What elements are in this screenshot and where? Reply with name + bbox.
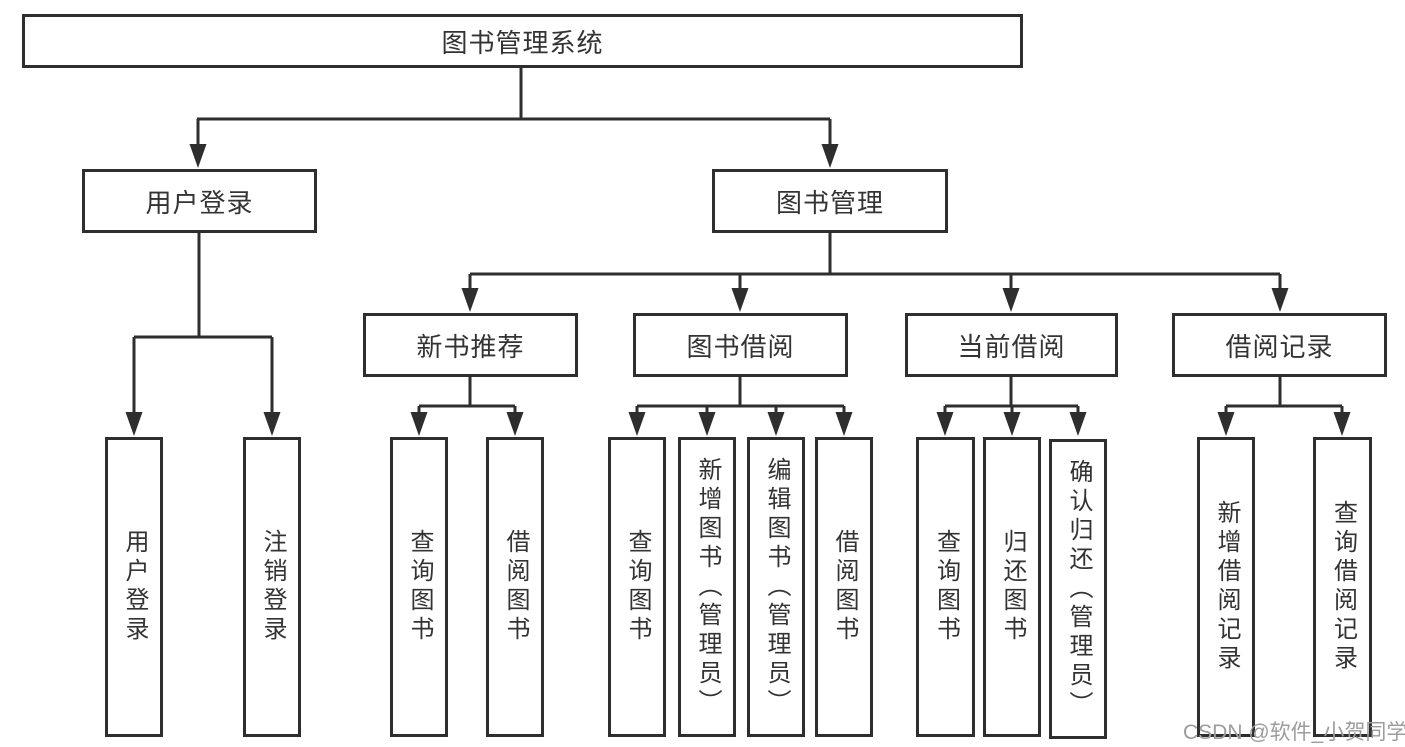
connector-new-book-branch [417, 377, 517, 415]
node-user-login: 用户登录 [82, 169, 317, 233]
connector-book-management-branch [468, 233, 1282, 291]
arrowheads-new-book-leaves [410, 412, 524, 436]
node-root: 图书管理系统 [22, 14, 1023, 68]
node-leaf-add-book-admin: 新增图书（管理员） [678, 437, 736, 737]
connector-user-login-branch [132, 233, 274, 414]
node-leaf-query-borrow-record: 查询借阅记录 [1313, 437, 1372, 737]
node-leaf-query-books-borrow: 查询图书 [608, 437, 666, 737]
node-leaf-return-book: 归还图书 [983, 437, 1041, 737]
node-leaf-edit-book-admin: 编辑图书（管理员） [747, 437, 805, 737]
connector-root-to-level2 [196, 68, 832, 147]
node-leaf-user-login: 用户登录 [105, 437, 163, 737]
node-leaf-borrow-books: 借阅图书 [815, 437, 873, 737]
connector-book-borrow-branch [635, 377, 846, 415]
node-borrowing-records: 借阅记录 [1172, 313, 1387, 377]
node-leaf-query-books-recommend: 查询图书 [390, 437, 448, 737]
node-book-management: 图书管理 [712, 169, 948, 233]
node-leaf-query-books-current: 查询图书 [916, 437, 975, 737]
arrowheads-user-login-leaves [125, 412, 281, 436]
csdn-watermark: CSDN @软件_小贺同学 [1183, 721, 1405, 744]
node-new-book-recommendation: 新书推荐 [363, 313, 578, 377]
node-current-borrowing: 当前借阅 [905, 313, 1118, 377]
arrowheads-current-borrow-leaves [936, 412, 1087, 436]
connector-current-borrow-branch [943, 377, 1080, 415]
node-leaf-confirm-return-admin: 确认归还（管理员） [1049, 439, 1107, 739]
node-leaf-add-borrow-record: 新增借阅记录 [1197, 437, 1255, 737]
arrowheads-level2 [189, 144, 839, 168]
arrowheads-borrow-record-leaves [1217, 412, 1351, 436]
arrowheads-book-borrow-leaves [628, 412, 853, 436]
connector-borrow-record-branch [1224, 377, 1344, 415]
node-leaf-logout: 注销登录 [243, 437, 301, 737]
node-book-borrowing: 图书借阅 [633, 313, 848, 377]
arrowheads-level3 [461, 288, 1289, 312]
node-leaf-borrow-books-recommend: 借阅图书 [486, 437, 544, 737]
